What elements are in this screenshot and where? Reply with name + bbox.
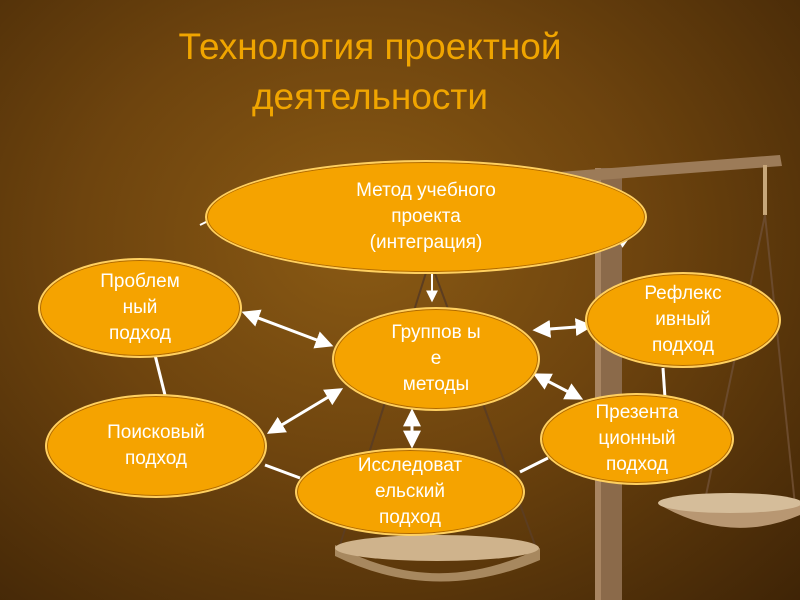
node-research-approach: Исследоват ельский подход: [295, 448, 525, 536]
node-group-methods: Группов ы е методы: [332, 307, 540, 411]
arrow-problem-group: [245, 313, 330, 345]
line-problem-search: [155, 355, 165, 395]
arrow-search-group: [270, 390, 340, 432]
node-search-approach: Поисковый подход: [45, 394, 267, 498]
arrow-group-reflexive: [536, 326, 590, 330]
node-problem-approach: Проблем ный подход: [38, 258, 242, 358]
node-reflexive-approach: Рефлекс ивный подход: [585, 272, 781, 368]
line-research-presentation: [520, 458, 548, 472]
arrow-group-presentation: [536, 375, 580, 398]
line-search-research: [265, 465, 300, 478]
node-presentation-approach: Презента ционный подход: [540, 393, 734, 485]
node-project-method: Метод учебного проекта (интеграция): [205, 160, 647, 274]
line-reflexive-presentation: [663, 368, 665, 398]
